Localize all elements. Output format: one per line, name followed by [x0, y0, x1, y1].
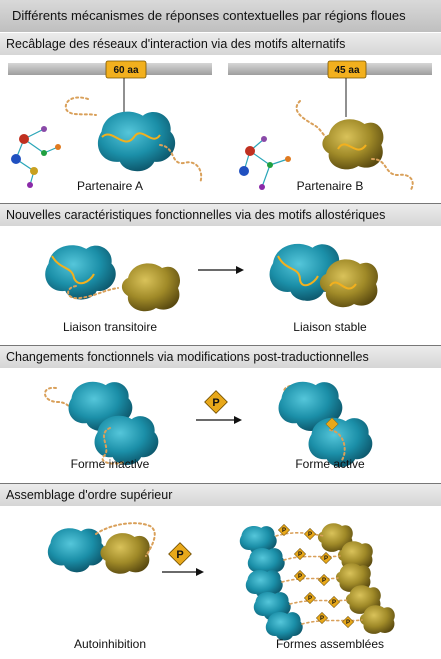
- phospho-label: P: [212, 397, 219, 409]
- panel-interaction-networks: Recâblage des réseaux d'interaction via …: [0, 33, 441, 203]
- caption-inactive-form: Forme inactive: [70, 457, 150, 471]
- caption-assembled-forms: Formes assemblées: [275, 637, 385, 651]
- disordered-linker-active: [329, 429, 346, 461]
- bound-motif-b: [337, 143, 367, 151]
- figure-title: Différents mécanismes de réponses contex…: [12, 8, 406, 23]
- network-graph-a: [11, 126, 61, 188]
- panel-title: Nouvelles caractéristiques fonctionnelle…: [6, 208, 386, 222]
- svg-text:P: P: [320, 616, 324, 622]
- disordered-linker-inactive: [101, 427, 125, 465]
- panel-header: Recâblage des réseaux d'interaction via …: [0, 33, 441, 55]
- panel-title: Assemblage d'ordre supérieur: [6, 488, 173, 502]
- svg-text:P: P: [298, 552, 302, 558]
- allosteric-motif-transient: [51, 255, 95, 285]
- motif-label-box-b: [327, 60, 367, 79]
- panel-1-illustration: 60 aa 45 aa: [8, 60, 432, 192]
- disordered-tail-a: [159, 144, 203, 184]
- panel-header: Nouvelles caractéristiques fonctionnelle…: [0, 204, 441, 226]
- phospho-label: P: [176, 549, 183, 561]
- panel-4-illustration: P P P P P P: [47, 522, 395, 641]
- partner-a-protein: [97, 111, 176, 172]
- assembly-phospho-sites: P P P P P P P P P P: [277, 523, 355, 629]
- svg-text:P: P: [298, 574, 302, 580]
- network-graph-b: [239, 136, 291, 190]
- allosteric-motif-stable: [277, 255, 319, 287]
- motif-label-a: 60 aa: [113, 65, 138, 76]
- arrow-head: [236, 266, 244, 274]
- arrow-head: [196, 568, 204, 576]
- arrow-head: [234, 416, 242, 424]
- caption-transient-binding: Liaison transitoire: [62, 320, 158, 334]
- motif-label-box-a: [105, 60, 147, 79]
- disordered-linker-autoinhibited: [95, 522, 156, 557]
- divider: [0, 203, 441, 204]
- panel-title: Recâblage des réseaux d'interaction via …: [6, 37, 346, 51]
- disordered-chain-b: [295, 100, 333, 142]
- caption-stable-binding: Liaison stable: [293, 320, 367, 334]
- panel-header: Assemblage d'ordre supérieur: [0, 484, 441, 506]
- divider: [0, 483, 441, 484]
- partner-b-protein: [322, 119, 384, 170]
- caption-partner-a: Partenaire A: [76, 179, 144, 193]
- panel-3-illustration: P: [44, 381, 373, 467]
- disordered-linker-transient: [67, 285, 119, 300]
- panel-2-illustration: [45, 243, 379, 312]
- panel-header: Changements fonctionnels via modificatio…: [0, 346, 441, 368]
- title-bar: Différents mécanismes de réponses contex…: [0, 0, 441, 32]
- olive-domain-autoinhibited: [100, 533, 150, 574]
- olive-domain-transient: [121, 263, 181, 312]
- panel-title: Changements fonctionnels via modificatio…: [6, 350, 369, 364]
- caption-autoinhibition: Autoinhibition: [73, 637, 147, 651]
- phospho-badge: P: [168, 542, 192, 566]
- bound-linker-stable: [329, 281, 357, 290]
- panel-higher-order-assembly: Assemblage d'ordre supérieur P: [0, 484, 441, 659]
- motif-label-b: 45 aa: [334, 65, 359, 76]
- svg-text:P: P: [322, 578, 326, 584]
- assembled-teal-column: [239, 525, 303, 641]
- svg-text:P: P: [308, 532, 312, 538]
- disordered-chain-a: [64, 96, 97, 116]
- svg-text:P: P: [308, 596, 312, 602]
- assembly-linkers: [275, 532, 363, 625]
- panel-allosteric-motifs: Nouvelles caractéristiques fonctionnelle…: [0, 204, 441, 345]
- divider: [0, 345, 441, 346]
- bound-motif-a: [101, 132, 161, 143]
- svg-text:P: P: [324, 556, 328, 562]
- panel-post-translational: Changements fonctionnels via modificatio…: [0, 346, 441, 483]
- caption-active-form: Forme active: [295, 457, 365, 471]
- caption-partner-b: Partenaire B: [296, 179, 364, 193]
- svg-text:P: P: [346, 620, 350, 626]
- phospho-badge: P: [204, 390, 228, 414]
- svg-text:P: P: [282, 528, 286, 534]
- svg-text:P: P: [332, 600, 336, 606]
- disordered-tail-b: [371, 158, 414, 192]
